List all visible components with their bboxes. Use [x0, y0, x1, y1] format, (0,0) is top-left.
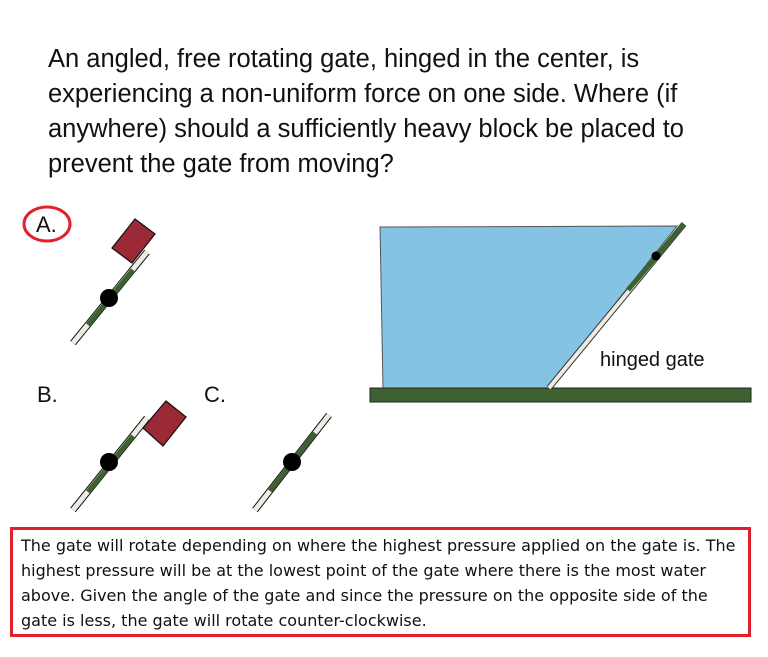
hinge-icon	[283, 453, 301, 471]
option-a-label[interactable]: A.	[36, 212, 57, 237]
gate-option-a[interactable]	[70, 218, 156, 346]
hinge-icon	[100, 453, 118, 471]
option-c-label[interactable]: C.	[204, 382, 226, 407]
selected-answer-circle	[22, 205, 72, 243]
hinge-icon	[100, 289, 118, 307]
question-text: An angled, free rotating gate, hinged in…	[48, 45, 684, 178]
hinge-icon	[651, 251, 661, 261]
block	[111, 218, 156, 264]
gate-option-c[interactable]	[252, 412, 332, 513]
gate-label: hinged gate	[600, 349, 705, 371]
ground	[369, 387, 752, 403]
answer-explanation-box: The gate will rotate depending on where …	[10, 527, 751, 637]
gate-option-b[interactable]	[70, 400, 187, 513]
block	[142, 400, 187, 447]
option-b-label[interactable]: B.	[37, 382, 58, 407]
